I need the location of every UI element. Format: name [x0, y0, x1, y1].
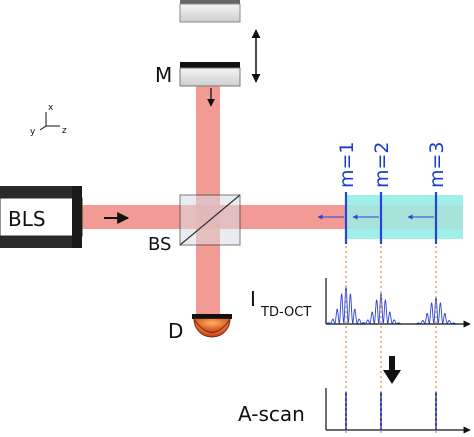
light-source[interactable]	[0, 186, 83, 248]
axis-x-label: x	[48, 103, 54, 113]
sample-layers: m=1 m=2 m=3	[317, 141, 448, 244]
axis-y-label: y	[30, 127, 36, 137]
detector[interactable]	[192, 314, 232, 338]
mirror-ghost	[179, 0, 241, 23]
intensity-subscript: TD-OCT	[260, 305, 311, 320]
processing-arrow	[383, 356, 401, 384]
ascan-peaks	[345, 392, 437, 430]
intensity-label: I	[250, 287, 256, 311]
mirror-label: M	[155, 63, 172, 87]
ascan-plot	[325, 388, 471, 434]
coordinate-axes: x y z	[30, 103, 67, 137]
detector-label: D	[168, 319, 183, 343]
intensity-plot	[325, 278, 471, 328]
layer-label-1: m=1	[336, 141, 358, 188]
interference-peak-1	[325, 285, 367, 324]
axis-z-label: z	[62, 126, 67, 136]
reference-mirror[interactable]	[179, 62, 241, 87]
beam-splitter[interactable]	[179, 194, 241, 246]
layer-label-2: m=2	[371, 141, 393, 188]
ascan-label: A-scan	[238, 402, 305, 426]
beam-splitter-label: BS	[148, 234, 171, 255]
interference-peak-3	[415, 296, 457, 324]
depth-guides	[345, 246, 437, 434]
layer-label-3: m=3	[426, 141, 448, 188]
source-label: BLS	[8, 207, 46, 231]
interference-peak-2	[360, 293, 402, 324]
